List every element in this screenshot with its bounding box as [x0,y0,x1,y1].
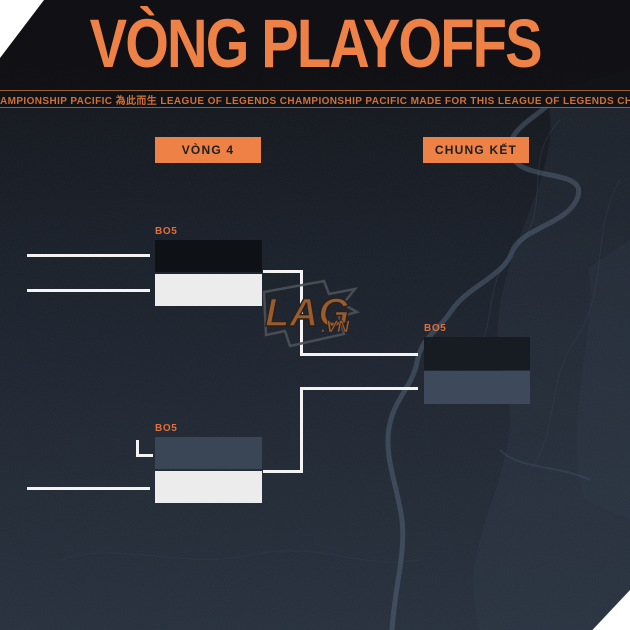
match-semifinal-top: BO5 [155,226,262,308]
round-header-chung-ket: CHUNG KẾT [423,137,529,163]
lag-vn-watermark-logo: LAG .VN [262,279,361,348]
match-slot-bottom [424,371,530,404]
match-grand-final: BO5 [424,323,530,405]
ticker-strip: AMPIONSHIP PACIFIC 為此而生 LEAGUE OF LEGEND… [0,90,630,108]
match-slot-top [155,240,262,272]
connector-final-in-bottom [300,387,418,390]
match-semifinal-bottom: BO5 [155,423,262,505]
watermark-text: LAG [265,291,349,335]
match-format-label: BO5 [424,323,447,334]
page-title: VÒNG PLAYOFFS [89,5,542,82]
match-format-label: BO5 [155,423,178,434]
match-slot-top [155,437,262,469]
match-format-label: BO5 [155,226,178,237]
ticker-text: AMPIONSHIP PACIFIC 為此而生 LEAGUE OF LEGEND… [0,95,630,107]
match-slot-bottom [155,274,262,306]
connector-final-in-top [300,353,418,356]
connector-feeder-bottom-elbow-horizontal [136,454,153,457]
connector-feeder-bottom-slot2 [27,487,150,490]
connector-semifinal-top-vertical [300,270,303,356]
connector-feeder-bottom-elbow-vertical [136,440,139,457]
match-slot-bottom [155,471,262,503]
connector-semifinal-top-out [263,270,303,273]
match-slot-top [424,337,530,370]
watermark-suffix: .VN [321,317,350,336]
connector-feeder-top-slot1 [27,254,150,257]
connector-semifinal-bottom-vertical [300,387,303,473]
connector-feeder-top-slot2 [27,289,150,292]
round-header-vong-4: VÒNG 4 [155,137,261,163]
connector-semifinal-bottom-out [263,470,303,473]
